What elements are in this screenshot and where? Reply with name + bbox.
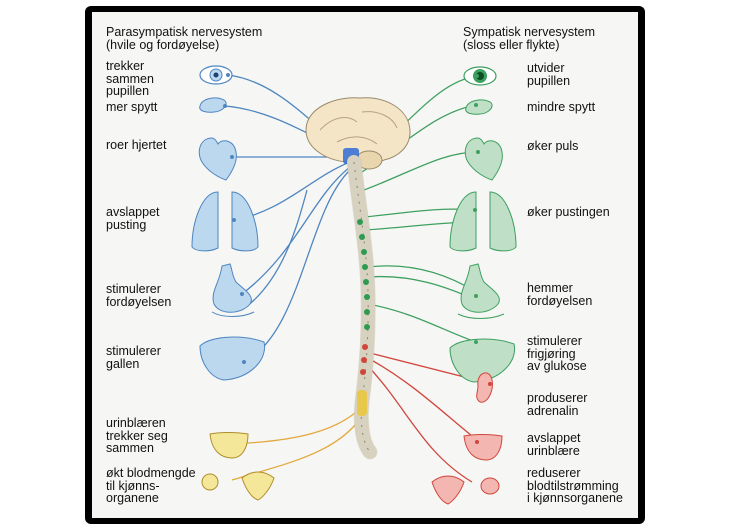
eye-icon: [199, 65, 233, 85]
parasympathetic-title: Parasympatisk nervesystem: [106, 25, 263, 39]
label-stimulate-digestion: stimulerer fordøyelsen: [106, 282, 172, 309]
label-dilate-pupil: utvider pupillen: [527, 61, 571, 88]
nerve-to-liver-right: [367, 303, 477, 343]
lungs-icon: [449, 191, 517, 252]
label-increased-blood-flow: økt blodmengde til kjønns- organene: [106, 466, 196, 505]
lungs-icon: [191, 191, 259, 252]
adrenal-gland-icon: [476, 372, 493, 403]
nerve-to-stomach-left-a: [241, 166, 351, 295]
label-bladder-contracts: urinblæren trekker seg sammen: [106, 416, 168, 455]
label-calm-heart: roer hjertet: [106, 138, 167, 152]
diagram-panel: Parasympatisk nervesystem (hvile og ford…: [92, 12, 638, 518]
salivary-gland-icon: [199, 97, 227, 113]
bladder-icon: [463, 434, 503, 461]
label-contract-pupil: trekker sammen pupillen: [106, 59, 154, 98]
label-inhibit-digestion: hemmer fordøyelsen: [527, 281, 593, 308]
nerve-to-stomach-right-a: [367, 265, 477, 293]
lumbar-ganglia: [360, 344, 368, 375]
label-reduced-blood-flow: reduserer blodtilstrømming i kjønnsorgan…: [527, 466, 623, 505]
parasympathetic-subtitle: (hvile og fordøyelse): [106, 38, 220, 52]
nerve-to-stomach-right-b: [367, 275, 477, 301]
sympathetic-title: Sympatisk nervesystem: [463, 25, 595, 39]
label-stimulate-bile: stimulerer gallen: [106, 344, 161, 371]
nerve-to-stomach-left-b: [241, 189, 308, 311]
nerve-endpoints: [223, 73, 492, 444]
sacral-ganglia: [357, 390, 367, 416]
nerve-to-liver-left: [243, 169, 351, 363]
stomach-icon: [211, 263, 255, 317]
salivary-gland-icon: [465, 99, 493, 115]
liver-icon: [199, 336, 266, 381]
heart-icon: [198, 137, 237, 181]
nerve-to-reproductive-left: [231, 409, 367, 481]
nerve-to-bladder-right: [365, 356, 478, 441]
stomach-icon: [457, 263, 505, 319]
thoracic-ganglia: [357, 219, 370, 330]
bladder-icon: [209, 432, 249, 459]
label-produce-adrenaline: produserer adrenalin: [527, 391, 588, 418]
label-less-saliva: mindre spytt: [527, 100, 596, 114]
label-more-saliva: mer spytt: [106, 100, 158, 114]
heart-icon: [464, 137, 503, 181]
label-increase-breathing: øker pustingen: [527, 205, 610, 219]
label-relaxed-bladder: avslappet urinblære: [527, 431, 581, 458]
reproductive-organs-icon: [431, 475, 500, 505]
nervous-system-diagram: [191, 65, 517, 505]
label-release-glucose: stimulerer frigjøring av glukose: [527, 334, 587, 373]
liver-icon: [449, 338, 516, 383]
eye-icon: [463, 66, 497, 86]
nerve-to-reproductive-right: [365, 363, 473, 483]
sympathetic-subtitle: (sloss eller flykte): [463, 38, 560, 52]
label-increase-pulse: øker puls: [527, 139, 579, 153]
reproductive-organs-icon: [201, 471, 275, 501]
label-relaxed-breathing: avslappet pusting: [106, 205, 160, 232]
